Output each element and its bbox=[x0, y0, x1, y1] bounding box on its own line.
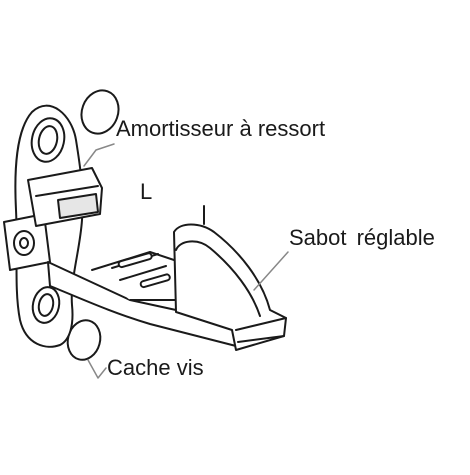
label-cover-cap: Cache vis bbox=[107, 355, 204, 380]
support-arm bbox=[47, 251, 237, 347]
label-adjustable-shoe: Sabot réglable bbox=[289, 225, 435, 250]
leader-sabot bbox=[253, 251, 289, 291]
leader-lines bbox=[83, 143, 289, 379]
label-length: L bbox=[140, 179, 153, 204]
label-spring-damper: Amortisseur à ressort bbox=[116, 116, 326, 141]
adjustable-shoe bbox=[173, 223, 287, 351]
leader-amortisseur bbox=[83, 143, 115, 167]
spring-damper bbox=[27, 167, 103, 227]
cover-cap-top bbox=[80, 89, 120, 135]
leader-cache-vis bbox=[87, 359, 107, 379]
